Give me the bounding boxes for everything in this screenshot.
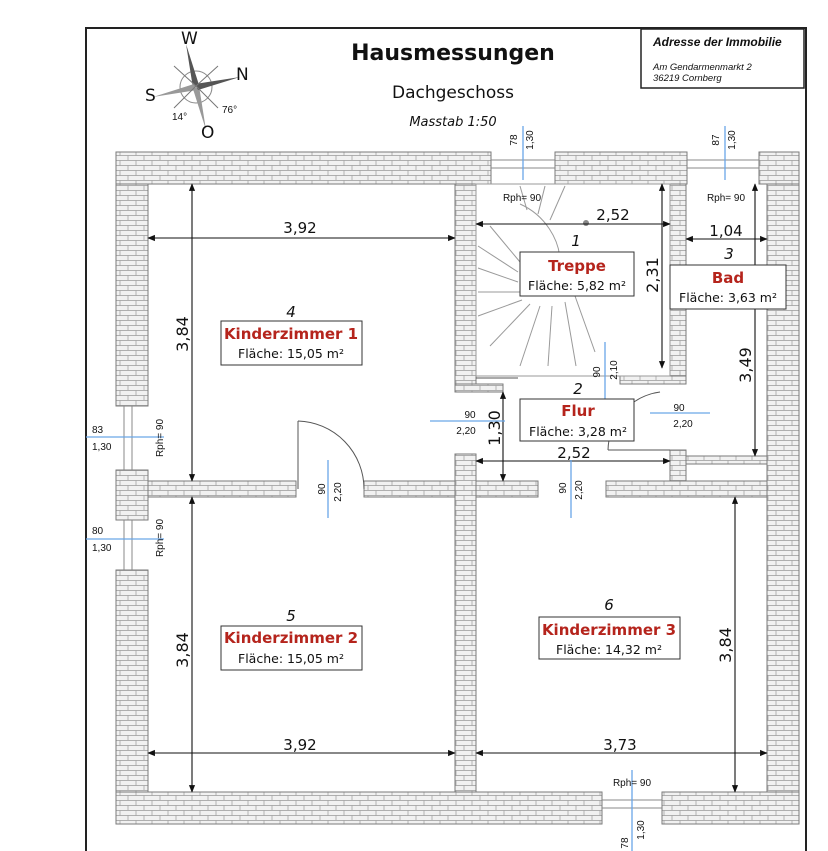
compass-west: W (181, 29, 198, 49)
door-kz2-w: 90 (317, 483, 328, 495)
room-number: 2 (573, 380, 583, 398)
compass-rose: W N S O 14° 76° (145, 29, 249, 143)
room-label-bad: 3 Bad Fläche: 3,63 m² (669, 245, 787, 310)
door-stair-h: 2,10 (609, 360, 620, 380)
room-area: Fläche: 14,32 m² (556, 642, 662, 657)
kz1-width-label: 3,92 (283, 219, 316, 237)
room-number: 6 (604, 596, 614, 614)
compass-north: N (236, 65, 249, 85)
win-left-upper-w: 83 (92, 425, 104, 436)
walls (115, 151, 800, 825)
door-kz3-h: 2,20 (574, 480, 585, 500)
rph-bath: Rph= 90 (707, 193, 746, 204)
room-name: Flur (561, 402, 595, 420)
dimension-labels: 3,92 3,84 3,92 3,84 3,73 3,84 2,52 2,31 … (173, 206, 755, 754)
room-name: Treppe (548, 257, 606, 275)
room-number: 3 (724, 245, 734, 263)
dimension-lines (147, 183, 768, 793)
compass-south: S (145, 86, 156, 106)
rph-left-upper: Rph= 90 (155, 419, 166, 458)
room-name: Kinderzimmer 1 (224, 325, 358, 343)
win-top-right-w: 87 (711, 134, 722, 146)
door-hall-left-h: 2,20 (456, 426, 476, 437)
win-left-lower-h: 1,30 (92, 543, 112, 554)
bath-width-label: 1,04 (709, 222, 742, 240)
address-box: Adresse der Immobilie Am Gendarmenmarkt … (640, 28, 805, 89)
address-city: 36219 Cornberg (653, 73, 722, 84)
room-name: Kinderzimmer 3 (542, 621, 676, 639)
rph-stair: Rph= 90 (503, 193, 542, 204)
room-label-flur: 2 Flur Fläche: 3,28 m² (519, 380, 635, 442)
win-left-lower-w: 80 (92, 526, 104, 537)
stair-depth-label: 2,31 (643, 257, 662, 293)
opening-annotations: 78 1,30 Rph= 90 87 1,30 Rph= 90 83 1,30 … (86, 126, 745, 851)
room-number: 1 (571, 232, 581, 250)
room-area: Fläche: 3,28 m² (529, 424, 627, 439)
scale-label: Masstab 1:50 (409, 115, 496, 130)
page-title: Hausmessungen (351, 41, 555, 66)
win-left-upper-h: 1,30 (92, 442, 112, 453)
win-bottom-h: 1,30 (636, 820, 647, 840)
door-bath-w: 90 (673, 403, 685, 414)
win-top-left-w: 78 (509, 134, 520, 146)
kz3-width-label: 3,73 (603, 736, 636, 754)
kz3-depth-label: 3,84 (716, 627, 735, 663)
bath-depth-label: 3,49 (736, 347, 755, 383)
win-top-right-h: 1,30 (727, 130, 738, 150)
drawing-frame (85, 27, 807, 851)
address-label: Adresse der Immobilie (652, 35, 782, 49)
room-label-kinderzimmer-3: 6 Kinderzimmer 3 Fläche: 14,32 m² (538, 596, 681, 660)
room-area: Fläche: 5,82 m² (528, 278, 626, 293)
win-bottom-w: 78 (620, 837, 631, 849)
win-top-left-h: 1,30 (525, 130, 536, 150)
room-area: Fläche: 15,05 m² (238, 651, 344, 666)
door-kz2-h: 2,20 (333, 482, 344, 502)
rph-bottom: Rph= 90 (613, 778, 652, 789)
address-street: Am Gendarmenmarkt 2 (652, 62, 752, 73)
compass-east: O (201, 123, 214, 143)
door-bath-h: 2,20 (673, 419, 693, 430)
room-label-kinderzimmer-1: 4 Kinderzimmer 1 Fläche: 15,05 m² (220, 303, 363, 366)
door-kz3-w: 90 (558, 482, 569, 494)
stair-width-label: 2,52 (596, 206, 629, 224)
compass-angle-a: 14° (172, 112, 187, 123)
room-number: 4 (286, 303, 296, 321)
hall-width-label: 2,52 (557, 444, 590, 462)
compass-angle-b: 76° (222, 105, 237, 116)
door-hall-left-w: 90 (464, 410, 476, 421)
door-stair-w: 90 (592, 366, 603, 378)
room-area: Fläche: 3,63 m² (679, 290, 777, 305)
room-name: Bad (712, 269, 744, 287)
kz2-width-label: 3,92 (283, 736, 316, 754)
room-label-treppe: 1 Treppe Fläche: 5,82 m² (519, 232, 635, 297)
room-name: Kinderzimmer 2 (224, 629, 358, 647)
room-number: 5 (286, 607, 296, 625)
room-area: Fläche: 15,05 m² (238, 346, 344, 361)
rph-left-lower: Rph= 90 (155, 519, 166, 558)
room-label-kinderzimmer-2: 5 Kinderzimmer 2 Fläche: 15,05 m² (220, 607, 363, 671)
floor-label: Dachgeschoss (392, 83, 514, 103)
hall-depth-label: 1,30 (485, 410, 504, 446)
kz1-depth-label: 3,84 (173, 316, 192, 352)
kz2-depth-label: 3,84 (173, 632, 192, 668)
